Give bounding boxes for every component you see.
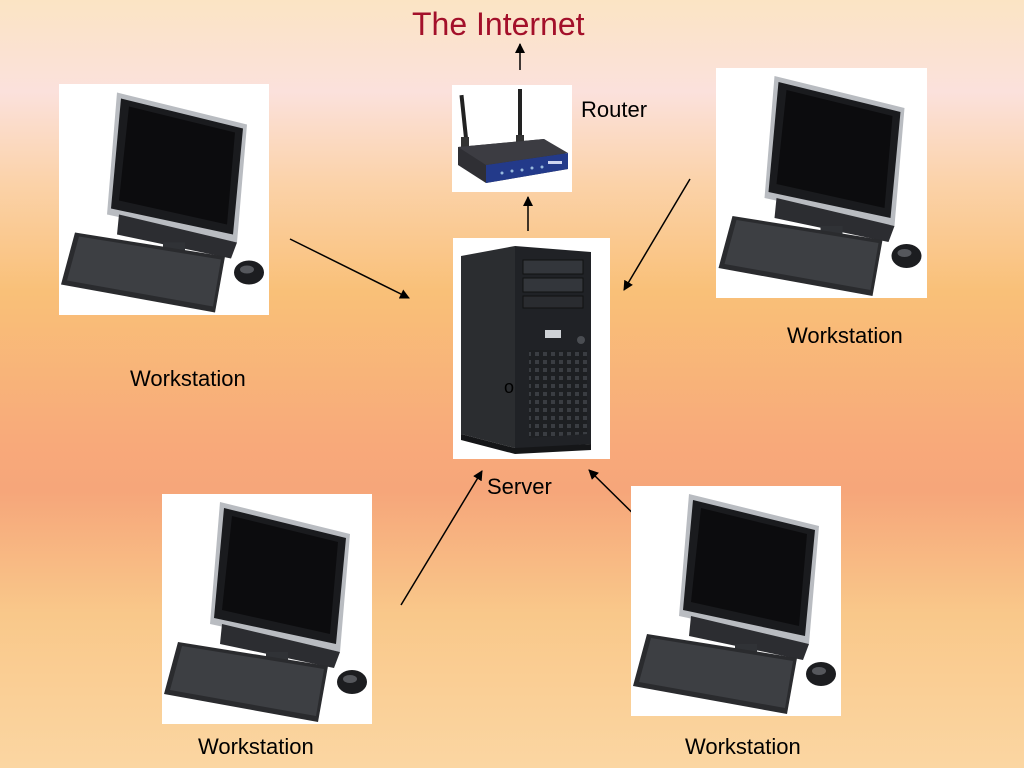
router-node	[452, 85, 572, 192]
internet-title: The Internet	[412, 6, 585, 42]
arrow-ws-top-right-to-server	[623, 178, 691, 291]
arrow-ws-bottom-left-to-server	[400, 470, 483, 606]
workstation-icon	[718, 76, 922, 296]
workstation-bottom-right-node	[631, 486, 841, 716]
workstation-top-right-label: Workstation	[787, 323, 903, 348]
workstation-icon	[164, 502, 367, 722]
workstation-top-right-node	[716, 68, 927, 298]
workstation-bottom-right-label: Workstation	[685, 734, 801, 759]
workstation-top-left-node	[59, 84, 269, 315]
arrow-ws-top-left-to-server	[289, 238, 410, 299]
server-node	[453, 238, 610, 459]
server-label: Server	[487, 474, 552, 499]
workstation-bottom-left-node	[162, 494, 372, 724]
workstation-icon	[61, 92, 264, 313]
workstation-bottom-left-label: Workstation	[198, 734, 314, 759]
router-label: Router	[581, 97, 648, 122]
server-tower-icon	[461, 246, 591, 454]
router-icon	[458, 89, 568, 183]
stray-text: o	[504, 377, 515, 397]
workstation-icon	[633, 494, 836, 714]
workstation-top-left-label: Workstation	[130, 366, 246, 391]
